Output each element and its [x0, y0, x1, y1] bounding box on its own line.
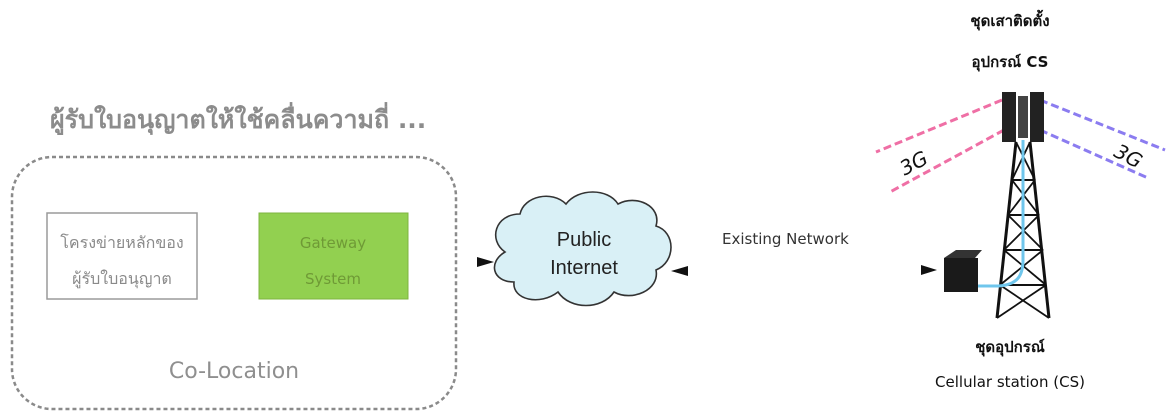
- beam-right-label: 3G: [1110, 139, 1146, 173]
- beam-left-label: 3G: [896, 146, 932, 180]
- gateway-system-box: [258, 212, 409, 300]
- cs-equipment-box: [944, 250, 982, 292]
- gateway-label-line1: Gateway: [300, 234, 366, 252]
- arrowhead-right: [671, 266, 688, 276]
- station-label-line2: Cellular station (CS): [935, 373, 1085, 391]
- colocation-label: Co-Location: [169, 359, 299, 384]
- licensee-heading: ผู้รับใบอนุญาตให้ใช้คลื่นความถี่ ...: [50, 102, 426, 136]
- colocation-container: [10, 155, 458, 411]
- core-network-label-line2: ผู้รับใบอนุญาต: [72, 269, 172, 289]
- antenna-cable: [978, 140, 1025, 288]
- antenna-panels: [1002, 92, 1044, 142]
- station-label-line1: ชุดอุปกรณ์: [975, 338, 1045, 357]
- beam-left: [875, 98, 1005, 194]
- public-internet-cloud: [493, 191, 672, 307]
- beam-right: [1039, 98, 1166, 180]
- mast-label-line1: ชุดเสาติดตั้ง: [970, 9, 1049, 31]
- mast-label-line2: อุปกรณ์ CS: [972, 53, 1049, 72]
- existing-network-label: Existing Network: [722, 230, 849, 248]
- core-network-label-line1: โครงข่ายหลักของ: [60, 233, 183, 252]
- arrowhead-station: [921, 265, 937, 275]
- cloud-label-line2: Internet: [550, 257, 618, 279]
- core-network-box: [46, 212, 198, 300]
- lattice-tower: [995, 141, 1051, 319]
- gateway-label-line2: System: [305, 270, 361, 288]
- cloud-label-line1: Public: [557, 229, 611, 251]
- arrowhead-left: [477, 257, 494, 267]
